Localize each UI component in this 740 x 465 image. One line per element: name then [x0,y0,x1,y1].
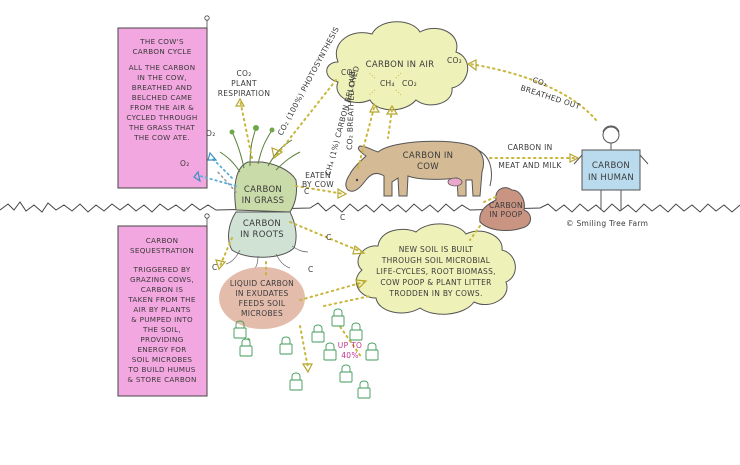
seq-box-body-6: & PUMPED INTO [131,315,193,324]
exudates-label-4: MICROBES [241,309,283,318]
poop-label-2: IN POOP [489,210,522,219]
meat-milk-label-1: CARBON IN [507,143,552,152]
photosynthesis-label: CO₂ (100%) PHOTOSYNTHESIS [276,25,341,137]
cycle-box-body-5: FROM THE AIR & [130,103,194,112]
flow-arrows [193,59,597,374]
cycle-box-body-1: ALL THE CARBON [129,63,196,72]
breathed-out-cow-label: CO₂ BREATHED OUT [345,70,357,150]
human-label-2: IN HUMAN [588,173,634,183]
up-to-label-1: UP TO [338,341,362,350]
cow-label-1: CARBON IN [403,151,454,161]
poop-label-1: CARBON [489,201,523,210]
human-label-1: CARBON [592,161,630,171]
seq-box-body-7: THE SOIL, [142,325,181,334]
poop: CARBON IN POOP [479,187,531,231]
soil-cloud: NEW SOIL IS BUILT THROUGH SOIL MICROBIAL… [355,223,516,315]
c-label-5: C [326,233,332,242]
seq-box-title-2: SEQUESTRATION [130,246,194,255]
air-ch4: CH₄ [380,79,395,88]
o2-label-b: O₂ [180,159,190,168]
c-label-1: C [304,187,310,196]
up-to-label-2: 40% [341,351,359,360]
seq-box-body-2: GRAZING COWS, [130,275,194,284]
seq-box-body-1: TRIGGERED BY [132,265,190,274]
eaten-by-cow-label-1: EATEN [305,171,331,180]
air-co2-center: CO₂ [402,79,417,88]
plant-respiration-label-3: RESPIRATION [218,89,271,98]
soil-cloud-line-2: THROUGH SOIL MICROBIAL [381,256,491,265]
c-label-4: C [308,265,314,274]
cycle-box-title-2: CARBON CYCLE [132,47,191,56]
air-co2-left: CO₂ [341,68,356,77]
cow: CARBON IN COW [345,140,492,197]
c-label-3: C [212,263,218,272]
human: CARBON IN HUMAN [573,125,649,210]
cow-label-2: COW [417,162,439,172]
sequestration-info-box: CARBON SEQUESTRATION TRIGGERED BY GRAZIN… [117,213,210,397]
exudates-label-1: LIQUID CARBON [230,279,294,288]
cycle-box-body-7: THE GRASS THAT [128,123,195,132]
grass-label-2: IN GRASS [242,196,285,206]
credit-label: © Smiling Tree Farm [566,219,648,228]
soil-cloud-line-1: NEW SOIL IS BUILT [399,245,474,254]
roots: CARBON IN ROOTS [225,211,309,273]
seq-box-body-12: & STORE CARBON [127,375,196,384]
cycle-box-body-2: IN THE COW, [137,73,187,82]
roots-label-2: IN ROOTS [240,230,284,240]
eaten-by-cow-label-2: BY COW [302,180,334,189]
seq-box-body-4: TAKEN FROM THE [127,295,196,304]
cycle-box-body-4: BELCHED CAME [132,93,193,102]
soil-cloud-line-4: COW POOP & PLANT LITTER [380,278,491,287]
grass: CARBON IN GRASS [219,125,301,213]
ground-line [0,201,740,213]
breathed-out-human-label-1: CO₂ [531,75,548,88]
seq-box-body-9: ENERGY FOR [137,345,186,354]
soil-cloud-line-3: LIFE-CYCLES, ROOT BIOMASS, [376,267,496,276]
carbon-locks [233,308,379,399]
seq-box-body-10: SOIL MICROBES [132,355,193,364]
meat-milk-label-2: MEAT AND MILK [498,161,562,170]
cycle-box-title-1: THE COW'S [139,37,184,46]
grass-label-1: CARBON [244,185,282,195]
cycle-box-body-8: THE COW ATE. [133,133,190,142]
seq-box-body-5: AIR BY PLANTS [133,305,190,314]
soil-cloud-line-5: TRODDEN IN BY COWS. [388,289,482,298]
cycle-box-body-6: CYCLED THROUGH [126,113,197,122]
roots-label-1: CARBON [243,219,281,229]
o2-label-a: O₂ [206,129,216,138]
seq-box-body-8: PROVIDING [140,335,183,344]
c-label-2: C [340,213,346,222]
exudates-label-3: FEEDS SOIL [239,299,286,308]
exudates-label-2: IN EXUDATES [235,289,288,298]
plant-respiration-label-2: PLANT [231,79,257,88]
exudates: LIQUID CARBON IN EXUDATES FEEDS SOIL MIC… [219,267,305,329]
plant-respiration-label-1: CO₂ [236,69,251,78]
air-co2-right: CO₂ [447,56,462,65]
cycle-box-body-3: BREATHED AND [132,83,193,92]
air-cloud: CARBON IN AIR CO₂ CO₂ CH₄ CO₂ [326,21,468,111]
seq-box-body-3: CARBON IS [141,285,184,294]
seq-box-title-1: CARBON [146,236,179,245]
air-cloud-title: CARBON IN AIR [366,60,435,70]
cycle-info-box: THE COW'S CARBON CYCLE ALL THE CARBON IN… [117,15,210,189]
seq-box-body-11: TO BUILD HUMUS [127,365,195,374]
